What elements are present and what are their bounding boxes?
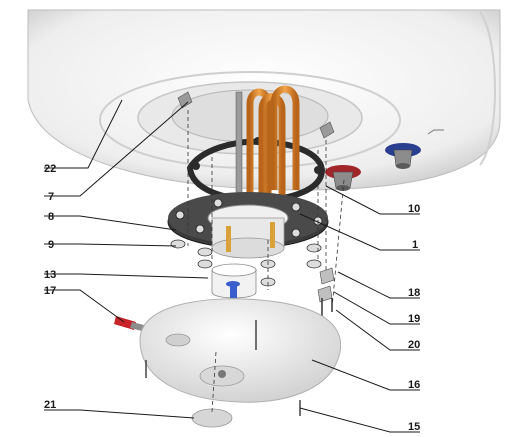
flange — [167, 192, 329, 259]
callout-13: 13 — [44, 269, 56, 281]
callout-9: 9 — [48, 239, 54, 251]
callout-21: 21 — [44, 399, 56, 411]
cover — [139, 298, 342, 416]
callout-10: 10 — [408, 203, 420, 215]
outlet-pipe-blue — [385, 143, 421, 169]
callout-8: 8 — [48, 211, 54, 223]
callout-labels: 22 7 8 9 13 17 21 10 1 18 19 20 16 15 — [44, 163, 420, 433]
leader-lines — [44, 99, 420, 433]
callout-22: 22 — [44, 163, 56, 175]
callout-15: 15 — [408, 421, 420, 433]
heating-element — [235, 85, 300, 233]
side-hardware — [317, 267, 335, 318]
assembly-axes — [187, 110, 345, 413]
thermostat — [211, 263, 257, 299]
callout-17: 17 — [44, 285, 56, 297]
callout-16: 16 — [408, 379, 420, 391]
callout-18: 18 — [408, 287, 420, 299]
callout-20: 20 — [408, 339, 420, 351]
callout-1: 1 — [412, 239, 418, 251]
callout-19: 19 — [408, 313, 420, 325]
callout-7: 7 — [48, 191, 54, 203]
